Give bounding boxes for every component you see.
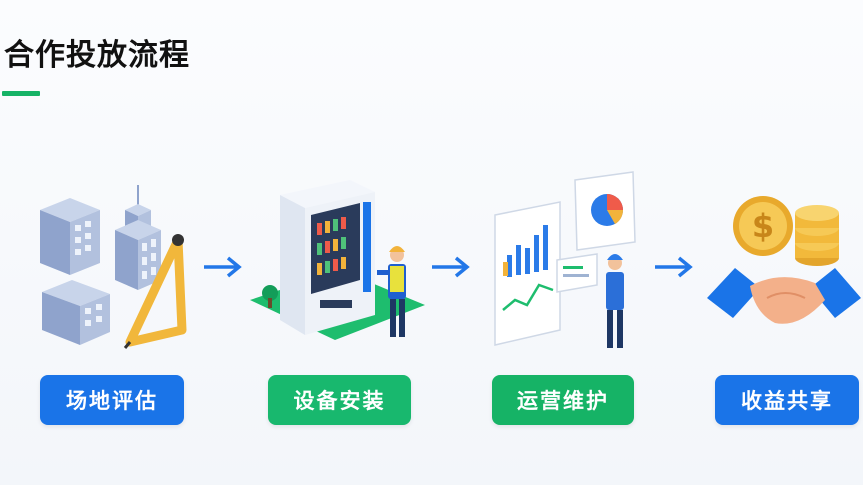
arrow-right-icon — [655, 256, 693, 278]
step-label-site-evaluation: 场地评估 — [40, 375, 184, 425]
step-label-equipment-installation: 设备安装 — [268, 375, 411, 425]
buildings-icon — [40, 185, 187, 349]
svg-text:$: $ — [752, 207, 774, 245]
title-underline — [2, 91, 40, 96]
vending-machine-icon — [250, 180, 425, 340]
analytics-dashboard-icon — [494, 171, 636, 348]
step-label-revenue-sharing: 收益共享 — [715, 375, 859, 425]
page-title: 合作投放流程 — [4, 38, 190, 73]
arrow-right-icon — [204, 256, 242, 278]
step-label-operation-maintenance: 运营维护 — [492, 375, 634, 425]
handshake-coins-icon: $ — [707, 196, 861, 324]
arrow-right-icon — [432, 256, 470, 278]
